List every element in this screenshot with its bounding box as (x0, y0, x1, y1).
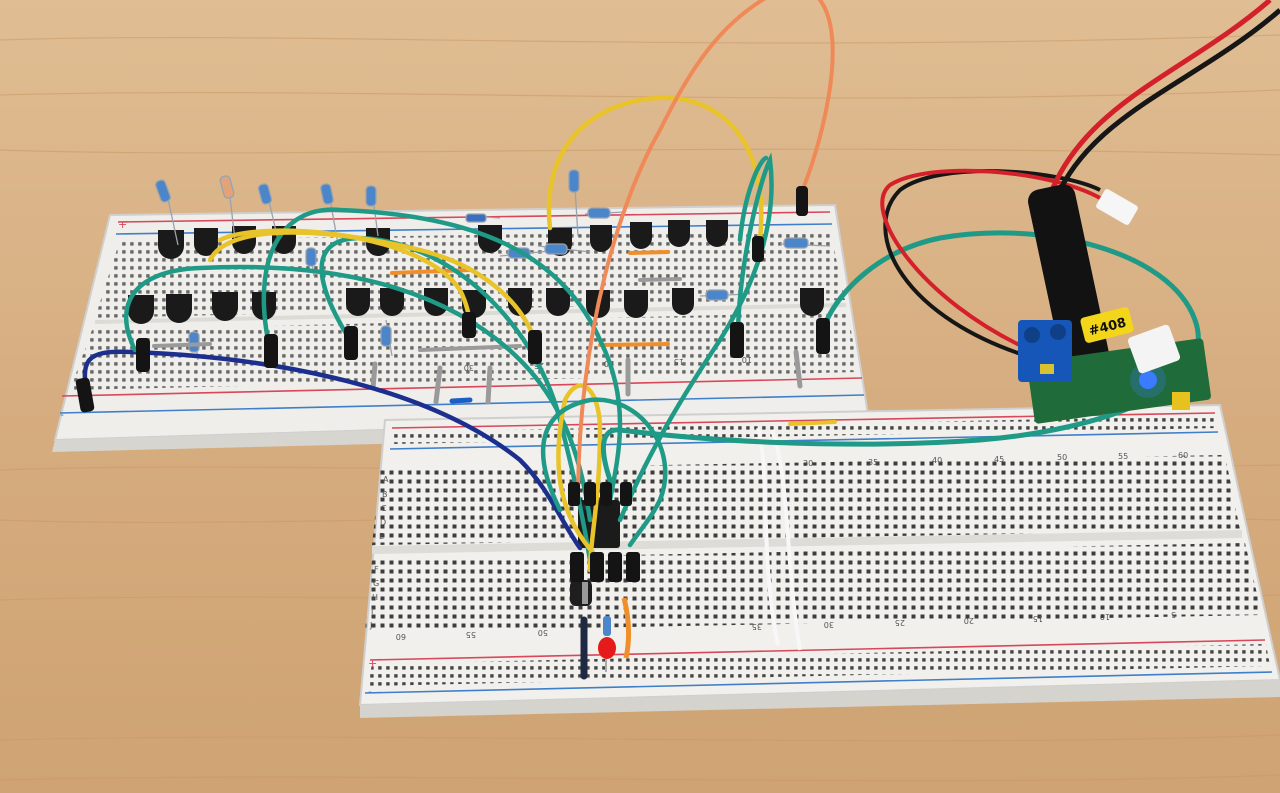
row-letter: C (381, 504, 387, 513)
rail-plus-label: + (118, 218, 127, 231)
row-letter: A (383, 475, 389, 484)
rail-minus-label: - (368, 685, 372, 698)
row-letter: H (372, 593, 378, 602)
column-number: 15 (674, 357, 684, 366)
column-number: 15 (1033, 614, 1043, 623)
column-number: 20 (964, 616, 974, 625)
row-letter: G (373, 579, 379, 588)
column-number: 50 (538, 628, 548, 637)
jst-connector (1096, 189, 1138, 225)
rail-minus-label: - (60, 408, 64, 421)
column-number: 10 (1100, 612, 1110, 621)
screw-terminal (1018, 320, 1072, 382)
jumper-wires (82, 0, 1201, 573)
column-number: 55 (466, 630, 476, 639)
transistor-row-middle (128, 288, 824, 324)
row-letter: E (379, 532, 384, 541)
row-letter: F (374, 565, 379, 574)
lower-breadboard (358, 403, 1280, 718)
column-number: 5 (1171, 610, 1176, 619)
column-number: 30 (803, 459, 813, 468)
capacitor (570, 580, 592, 606)
column-number: 35 (868, 458, 878, 467)
module-tag-label: #408 (1080, 307, 1134, 343)
column-number: 45 (994, 455, 1004, 464)
column-number: 30 (464, 363, 474, 372)
power-module: #408 (880, 0, 1280, 424)
column-number: 10 (742, 355, 752, 364)
column-number: 40 (932, 456, 942, 465)
column-number: 50 (1057, 453, 1067, 462)
column-number: 55 (1118, 452, 1128, 461)
row-letter: J (369, 621, 372, 630)
blue-power-led (1139, 371, 1157, 389)
row-letter: B (382, 490, 388, 499)
rail-plus-label: + (368, 657, 377, 670)
wire-ends (75, 186, 830, 582)
white-wires (756, 427, 802, 651)
column-number: 60 (1178, 451, 1188, 460)
rail-markers: + + - - (60, 218, 377, 698)
column-number: 60 (396, 632, 406, 641)
row-letter: D (380, 518, 386, 527)
resistors (155, 169, 831, 361)
column-number: 30 (824, 620, 834, 629)
row-letter: I (371, 607, 373, 616)
orange-jumper (621, 597, 632, 659)
column-number: 25 (895, 618, 905, 627)
column-number: 35 (752, 622, 762, 631)
red-led (598, 616, 616, 672)
